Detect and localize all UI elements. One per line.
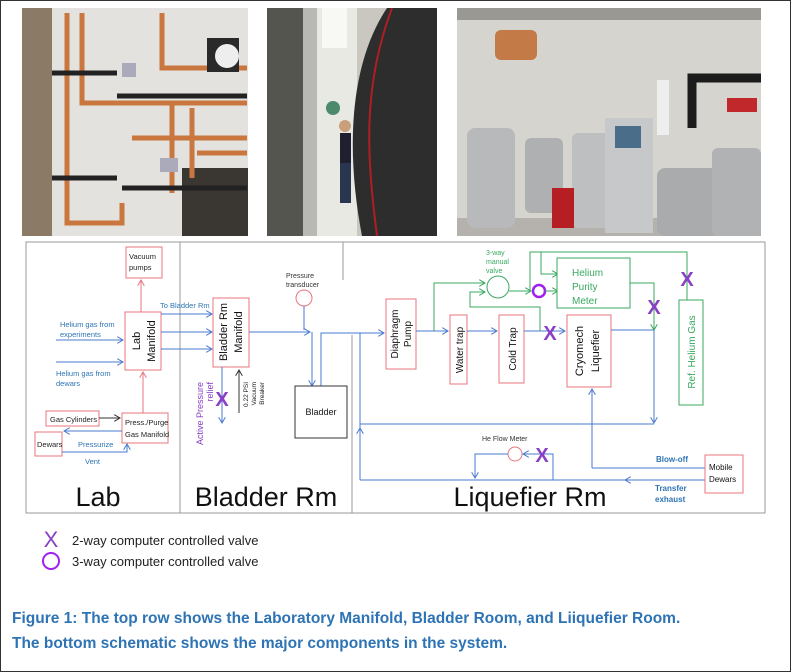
- svg-text:Cryomech: Cryomech: [574, 326, 586, 376]
- blow-off-label: Blow-off: [656, 455, 688, 464]
- svg-text:Lab: Lab: [131, 332, 143, 350]
- to-bladder-label: To Bladder Rm: [160, 301, 210, 310]
- svg-text:Ref. Helium Gas: Ref. Helium Gas: [687, 315, 698, 388]
- svg-text:Gas Cylinders: Gas Cylinders: [50, 415, 97, 424]
- gas-cylinders-box: Gas Cylinders: [45, 410, 100, 427]
- svg-text:Dewars: Dewars: [37, 440, 63, 449]
- liquefier-room-photo: [457, 8, 761, 236]
- lab-manifold-box: Lab Manifold: [124, 311, 162, 371]
- svg-text:Water trap: Water trap: [455, 326, 466, 373]
- bladder-room-photo: [267, 8, 437, 236]
- he-from-dewars-label: Helium gas from: [56, 369, 111, 378]
- mobile-dewars-box: Mobile Dewars: [704, 454, 744, 494]
- legend-item-3-way: 3-way computer controlled valve: [40, 552, 258, 570]
- cold-trap-box: Cold Trap: [498, 314, 525, 384]
- svg-text:Manifold: Manifold: [146, 320, 158, 362]
- caption-line-1: Figure 1: The top row shows the Laborato…: [12, 610, 681, 627]
- svg-text:Mobile: Mobile: [709, 463, 733, 472]
- 3-way-valve-icon: [40, 552, 62, 570]
- svg-text:Vacuum: Vacuum: [129, 252, 156, 261]
- svg-text:exhaust: exhaust: [655, 495, 686, 504]
- svg-text:X: X: [647, 297, 661, 319]
- svg-text:experiments: experiments: [60, 330, 101, 339]
- helium-purity-meter-box: Helium Purity Meter: [556, 257, 631, 309]
- svg-text:manual: manual: [486, 259, 509, 266]
- svg-text:Breaker: Breaker: [259, 381, 266, 405]
- svg-text:Purity: Purity: [572, 282, 598, 293]
- svg-text:Pump: Pump: [403, 321, 414, 348]
- active-relief-label: Active Pressure: [195, 382, 205, 445]
- svg-text:Diaphragm: Diaphragm: [390, 310, 401, 359]
- laboratory-manifold-photo: [22, 8, 248, 236]
- pressure-transducer: [295, 289, 313, 307]
- svg-text:X: X: [215, 389, 229, 411]
- svg-text:Press./Purge: Press./Purge: [125, 418, 168, 427]
- legend-item-2-way: X 2-way computer controlled valve: [40, 527, 259, 553]
- bladder-manifold-box: Bladder Rm Manifold: [212, 297, 250, 368]
- manual-valve-label: 3-way: [486, 250, 505, 257]
- diaphragm-pump-box: Diaphragm Pump: [385, 298, 417, 370]
- he-from-experiments-label: Helium gas from: [60, 320, 115, 329]
- svg-text:Helium: Helium: [572, 268, 603, 279]
- caption-line-2: The bottom schematic shows the major com…: [12, 635, 508, 652]
- flow-meter-label: He Flow Meter: [482, 436, 528, 443]
- svg-text:Meter: Meter: [572, 296, 598, 307]
- section-title-liquefier: Liquefier Rm: [453, 482, 606, 512]
- svg-text:X: X: [535, 445, 549, 467]
- svg-text:Vacuum: Vacuum: [251, 382, 258, 405]
- ref-helium-valve[interactable]: X: [680, 269, 694, 291]
- bladder-box: Bladder: [294, 385, 348, 439]
- legend-label: 2-way computer controlled valve: [72, 532, 259, 548]
- 2-way-valve-icon: X: [43, 527, 59, 552]
- svg-text:transducer: transducer: [286, 282, 320, 289]
- svg-text:pumps: pumps: [129, 263, 152, 272]
- section-title-lab: Lab: [75, 482, 120, 512]
- press-purge-manifold-box: Press./Purge Gas Manifold: [121, 412, 169, 444]
- svg-text:dewars: dewars: [56, 379, 80, 388]
- svg-text:Gas Manifold: Gas Manifold: [125, 430, 169, 439]
- figure-caption: Figure 1: The top row shows the Laborato…: [12, 606, 782, 656]
- transfer-exhaust-label: Transfer: [655, 484, 687, 493]
- legend-label: 3-way computer controlled valve: [72, 553, 259, 569]
- 3-way-computer-valve[interactable]: [531, 283, 547, 299]
- dewars-box: Dewars: [34, 431, 63, 457]
- active-pressure-relief-valve[interactable]: X: [215, 389, 229, 411]
- svg-text:Bladder: Bladder: [305, 407, 336, 417]
- svg-text:Dewars: Dewars: [709, 475, 736, 484]
- svg-text:Cold Trap: Cold Trap: [508, 327, 519, 371]
- flow-meter-valve[interactable]: X: [535, 445, 549, 467]
- svg-text:Bladder Rm: Bladder Rm: [218, 303, 230, 361]
- svg-text:valve: valve: [486, 268, 502, 275]
- svg-text:X: X: [680, 269, 694, 291]
- cold-trap-valve[interactable]: X: [543, 323, 557, 345]
- pressurize-label: Pressurize: [78, 440, 113, 449]
- svg-text:Liquefier: Liquefier: [590, 330, 602, 373]
- ref-helium-gas-box: Ref. Helium Gas: [678, 299, 704, 406]
- purity-meter-valve[interactable]: X: [647, 297, 661, 319]
- he-flow-meter: [507, 446, 523, 462]
- svg-text:X: X: [543, 323, 557, 345]
- vent-label: Vent: [85, 457, 101, 466]
- 3-way-manual-valve[interactable]: [486, 275, 510, 299]
- vacuum-pumps-box: Vacuum pumps: [125, 246, 163, 279]
- svg-text:Manifold: Manifold: [233, 311, 245, 353]
- section-title-bladder: Bladder Rm: [195, 482, 338, 512]
- pressure-transducer-label: Pressure: [286, 273, 314, 280]
- vacuum-breaker-label: 0.22 PSI: [243, 382, 250, 407]
- svg-text:relief: relief: [205, 382, 215, 402]
- cryomech-liquefier-box: Cryomech Liquefier: [566, 314, 612, 388]
- water-trap-box: Water trap: [449, 314, 468, 385]
